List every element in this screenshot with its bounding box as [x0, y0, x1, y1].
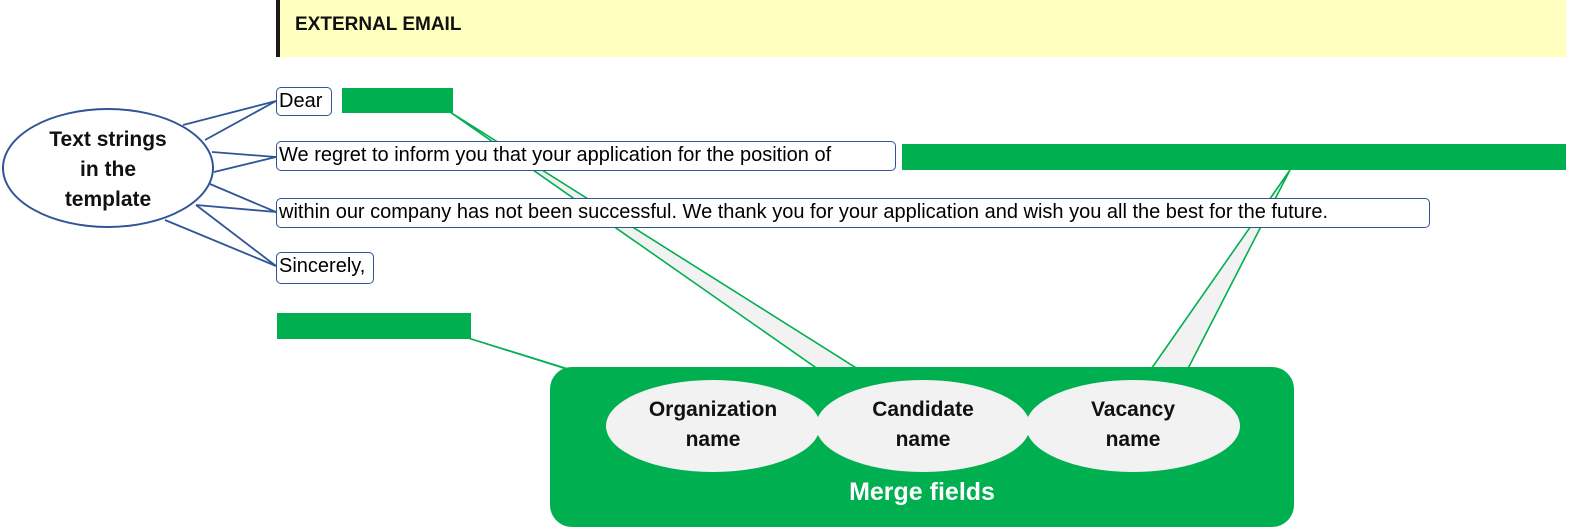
text-string-connectors [164, 100, 277, 267]
vacancy-name-bubble [1026, 380, 1240, 472]
vacancy-name-label: Vacancy name [1026, 395, 1240, 455]
text-strings-label: Text strings in the template [2, 125, 214, 215]
closing-text: Sincerely, [276, 252, 374, 284]
candidate-name-bubble [816, 380, 1030, 472]
vacancy-name-placeholder [902, 144, 1566, 170]
outcome-sentence-text: within our company has not been successf… [276, 198, 1430, 228]
merge-fields-title: Merge fields [849, 478, 995, 506]
organization-name-label: Organization name [606, 395, 820, 455]
organization-label-line2: name [685, 428, 741, 451]
organization-label-line1: Organization [648, 398, 778, 421]
candidate-label-line2: name [895, 428, 951, 451]
connector-line2-2 [195, 204, 277, 213]
external-email-banner [276, 0, 1566, 57]
connector-closing-2 [164, 219, 277, 267]
position-sentence-text: We regret to inform you that your applic… [276, 141, 896, 171]
candidate-name-label: Candidate name [816, 395, 1030, 455]
candidate-label-line1: Candidate [872, 398, 974, 421]
candidate-name-placeholder [342, 88, 453, 113]
text-strings-label-line1: Text strings [49, 128, 167, 151]
vacancy-label-line1: Vacancy [1090, 398, 1176, 421]
text-strings-label-line2: in the [80, 158, 136, 181]
text-strings-label-line3: template [64, 188, 152, 211]
connector-line1-2 [213, 156, 277, 173]
connector-greeting [182, 100, 277, 126]
connector-greeting-2 [204, 100, 277, 141]
banner-label: EXTERNAL EMAIL [295, 14, 462, 35]
text-strings-callout [2, 108, 214, 228]
organization-name-placeholder [277, 313, 471, 339]
connector-closing [195, 204, 277, 267]
connector-line2 [209, 183, 277, 213]
greeting-text: Dear [276, 87, 332, 116]
connector-line1 [211, 151, 277, 158]
organization-name-bubble [606, 380, 820, 472]
vacancy-label-line2: name [1105, 428, 1161, 451]
